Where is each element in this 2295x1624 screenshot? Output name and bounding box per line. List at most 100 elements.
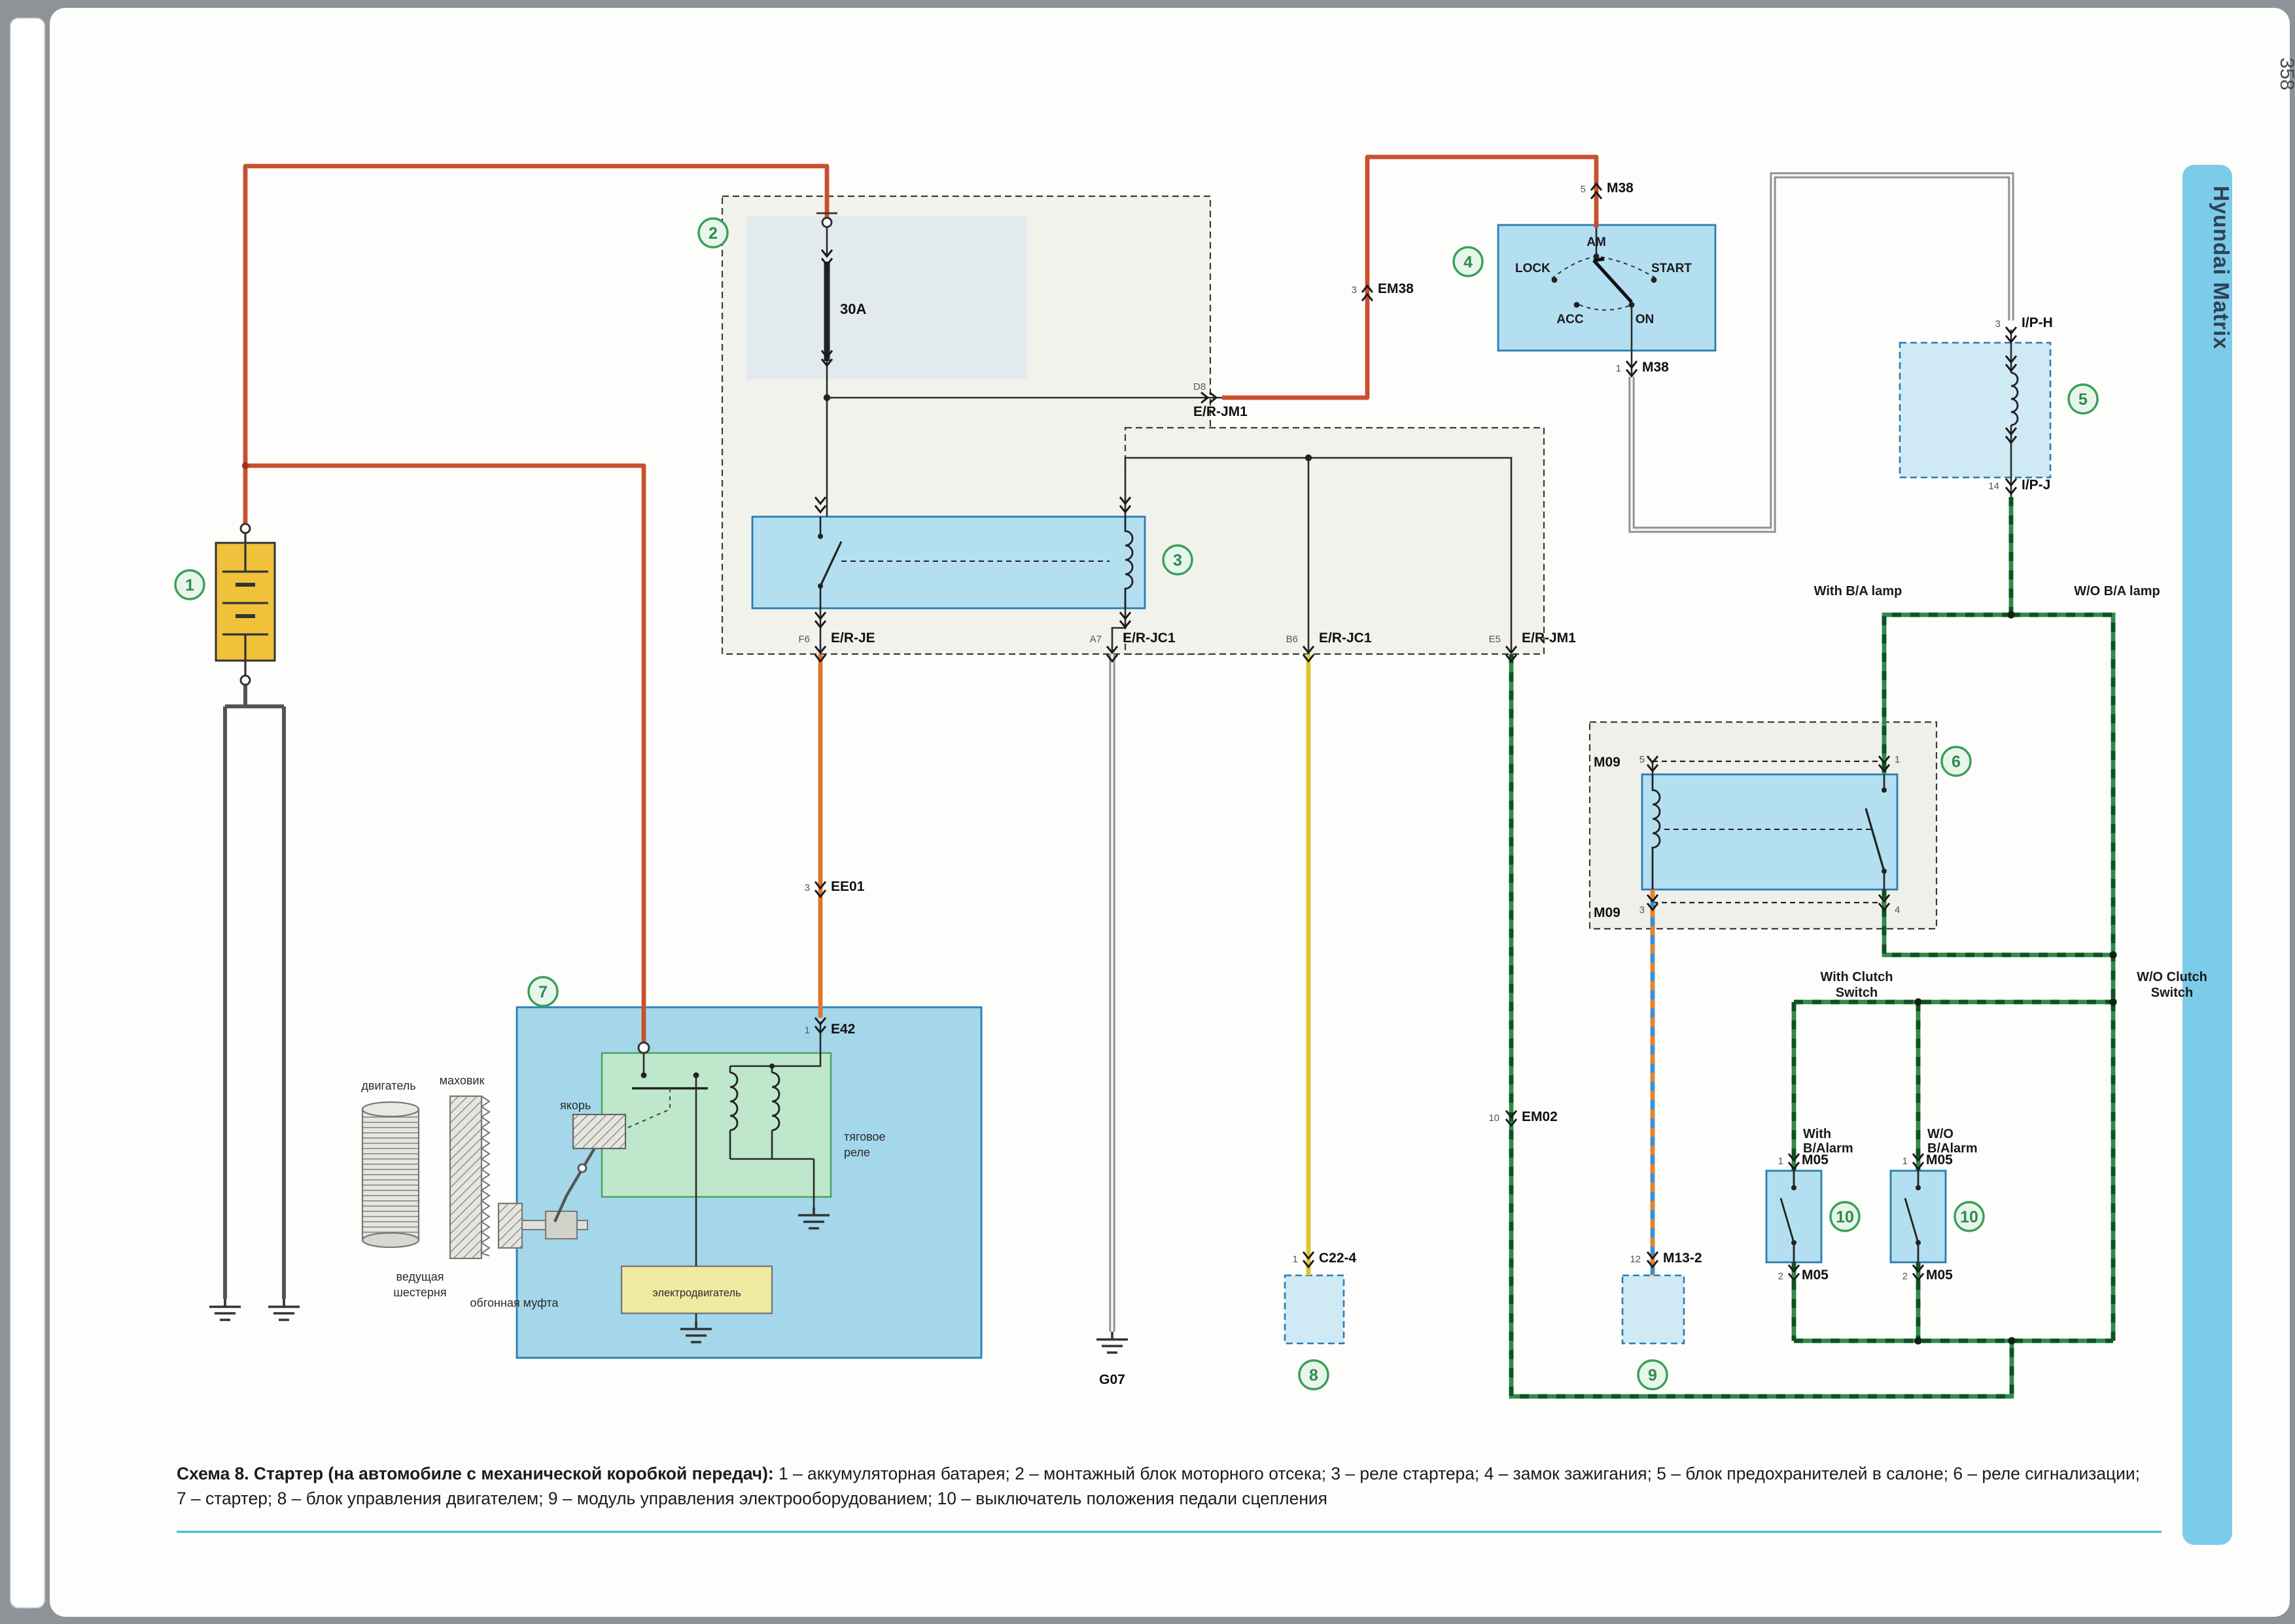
pin-m38-top: 5 bbox=[1581, 184, 1586, 195]
internal-wiring bbox=[819, 228, 2012, 903]
pin-m09-5: 5 bbox=[1639, 754, 1645, 765]
engine-control-unit-box bbox=[1284, 1274, 1345, 1345]
wo-clutch-label-2: Switch bbox=[2151, 986, 2193, 1000]
terminals bbox=[239, 212, 837, 1054]
with-balarm-label-1: With bbox=[1803, 1127, 1831, 1141]
clutch-switch-internals bbox=[1779, 1171, 1921, 1262]
interior-fuse-element bbox=[2010, 371, 2019, 426]
previous-page-edge bbox=[10, 18, 45, 1608]
label-em02: EM02 bbox=[1522, 1109, 1558, 1124]
label-m38-bottom: M38 bbox=[1642, 360, 1669, 375]
pin-c22-4: 1 bbox=[1293, 1254, 1298, 1265]
svg-text:2: 2 bbox=[709, 224, 718, 243]
shift-fork bbox=[553, 1137, 602, 1222]
fuse-rating-label: 30A bbox=[840, 301, 866, 317]
ignition-am: AM bbox=[1586, 235, 1606, 249]
ignition-position-labels: AM LOCK START ACC ON bbox=[1515, 235, 1692, 326]
callout-3: 3 bbox=[1162, 544, 1193, 576]
svg-text:10: 10 bbox=[1836, 1208, 1854, 1226]
callout-7: 7 bbox=[527, 976, 559, 1007]
svg-text:4: 4 bbox=[1463, 253, 1473, 271]
callout-2: 2 bbox=[697, 217, 729, 249]
motor-label: электродвигатель bbox=[652, 1287, 741, 1299]
pin-m05-rt: 1 bbox=[1902, 1156, 1908, 1167]
wire-fuse-to-ignition bbox=[1222, 154, 1599, 400]
starter-motor-box bbox=[620, 1265, 773, 1315]
starter-relay-internals bbox=[818, 517, 1134, 608]
pin-em38: 3 bbox=[1352, 285, 1357, 296]
pin-m05-lb: 2 bbox=[1778, 1271, 1783, 1282]
wire-battery-to-starter bbox=[245, 463, 646, 1043]
interior-fuse-box bbox=[1899, 341, 2052, 479]
flywheel-gear bbox=[449, 1095, 483, 1260]
label-g07: G07 bbox=[1099, 1372, 1125, 1387]
etacs-module-box bbox=[1621, 1274, 1685, 1345]
svg-text:9: 9 bbox=[1648, 1366, 1657, 1385]
sidebar-tab bbox=[2182, 165, 2232, 1545]
label-m05-rt: M05 bbox=[1926, 1152, 1953, 1167]
label-m05-lb: M05 bbox=[1802, 1268, 1829, 1283]
fuse-box-ghost bbox=[746, 216, 1027, 379]
battery-ground-wires bbox=[223, 684, 286, 1299]
label-m09-bottom: M09 bbox=[1594, 905, 1621, 920]
label-m05-lt: M05 bbox=[1802, 1152, 1829, 1167]
callout-10-right: 10 bbox=[1953, 1201, 1985, 1232]
caption: Схема 8. Стартер (на автомобиле с механи… bbox=[177, 1464, 2162, 1533]
label-er-je: E/R-JE bbox=[831, 631, 875, 646]
pin-m05-lt: 1 bbox=[1778, 1156, 1783, 1167]
flywheel-label: маховик bbox=[440, 1074, 485, 1087]
wo-ba-lamp-label: W/O B/A lamp bbox=[2074, 584, 2160, 598]
ignition-feed-gray-wire bbox=[1628, 172, 2014, 533]
callout-10-left: 10 bbox=[1829, 1201, 1861, 1232]
page-number: 358 bbox=[2276, 58, 2295, 90]
battery bbox=[215, 534, 276, 675]
wo-balarm-label-2: B/Alarm bbox=[1927, 1141, 1978, 1156]
label-m38-top: M38 bbox=[1607, 181, 1634, 196]
callouts: 1 2 3 4 5 6 7 8 9 10 10 bbox=[174, 217, 2099, 1391]
ignition-wiper bbox=[1592, 257, 1633, 303]
drive-gear-label-2: шестерня bbox=[393, 1286, 446, 1299]
svg-text:3: 3 bbox=[1173, 551, 1182, 570]
pinion-gear bbox=[497, 1202, 523, 1249]
label-em38: EM38 bbox=[1378, 281, 1414, 296]
wo-balarm-label-1: W/O bbox=[1927, 1127, 1953, 1141]
callout-4: 4 bbox=[1452, 246, 1484, 277]
pin-er-jm1-e5: E5 bbox=[1489, 634, 1501, 645]
pin-ip-h: 3 bbox=[1995, 319, 2001, 330]
condition-labels: With B/A lamp W/O B/A lamp With Clutch S… bbox=[1803, 584, 2207, 1156]
engine-room-junction-outline bbox=[1124, 426, 1545, 655]
pin-e42: 1 bbox=[805, 1025, 810, 1036]
label-ip-j: I/P-J bbox=[2022, 477, 2050, 492]
wire-battery-to-fuse bbox=[243, 164, 830, 523]
alarm-relay-internals bbox=[1651, 760, 1887, 904]
svg-text:8: 8 bbox=[1309, 1366, 1318, 1385]
starter-internals bbox=[572, 1022, 822, 1321]
starter-labels: двигатель маховик якорь тяговое реле эле… bbox=[361, 1074, 885, 1309]
pin-m05-rb: 2 bbox=[1902, 1271, 1908, 1282]
connector-labels: D8 E/R-JM1 3 EM38 5 M38 1 M38 3 I/P-H 14… bbox=[798, 181, 2052, 1387]
alarm-relay-box bbox=[1641, 773, 1899, 891]
label-e42: E42 bbox=[831, 1022, 855, 1037]
label-m05-rb: M05 bbox=[1926, 1268, 1953, 1283]
callout-6: 6 bbox=[1940, 746, 1972, 777]
label-m13-2: M13-2 bbox=[1663, 1251, 1702, 1266]
svg-text:7: 7 bbox=[538, 983, 548, 1001]
label-er-jm1-d8: E/R-JM1 bbox=[1193, 404, 1248, 419]
callout-1: 1 bbox=[174, 569, 205, 600]
svg-text:10: 10 bbox=[1960, 1208, 1978, 1226]
pin-d8: D8 bbox=[1193, 381, 1206, 392]
pin-er-jc1-a7: A7 bbox=[1090, 634, 1102, 645]
overrun-clutch-block bbox=[545, 1211, 578, 1239]
pin-ip-j: 14 bbox=[1988, 481, 1999, 492]
ignition-acc: ACC bbox=[1556, 313, 1583, 326]
label-c22-4: C22-4 bbox=[1319, 1251, 1357, 1266]
caption-line-2: 7 – стартер; 8 – блок управления двигате… bbox=[177, 1489, 1327, 1508]
callout-9: 9 bbox=[1637, 1359, 1668, 1391]
junction-dots bbox=[823, 394, 2117, 1345]
pin-ee01: 3 bbox=[805, 882, 810, 893]
pin-er-jc1-b6: B6 bbox=[1286, 634, 1298, 645]
label-ee01: EE01 bbox=[831, 879, 865, 894]
pin-m13-2: 12 bbox=[1630, 1254, 1641, 1265]
